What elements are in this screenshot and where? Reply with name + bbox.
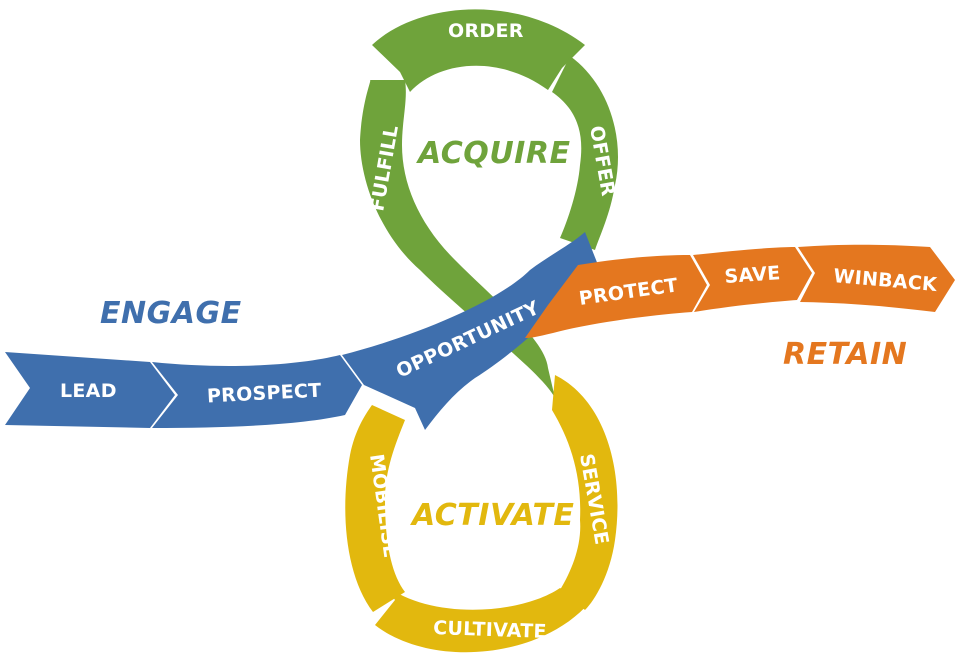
cultivate-segment — [375, 585, 590, 653]
retain-band — [525, 244, 955, 338]
engage-band — [5, 232, 600, 430]
save-segment — [693, 247, 812, 312]
protect-segment — [525, 255, 707, 338]
service-segment — [552, 375, 618, 610]
opportunity-segment — [342, 232, 600, 430]
acquire-phase-label: ACQUIRE — [416, 136, 570, 171]
order-segment — [372, 9, 585, 93]
engage-phase-label: ENGAGE — [100, 296, 242, 331]
order-label: ORDER — [448, 20, 524, 42]
lead-segment — [5, 352, 175, 428]
activate-loop — [345, 375, 618, 653]
prospect-segment — [152, 355, 362, 428]
mobilise-segment — [345, 405, 405, 612]
retain-phase-label: RETAIN — [783, 337, 907, 372]
winback-segment — [798, 244, 955, 312]
save-label: SAVE — [724, 262, 781, 288]
lead-label: LEAD — [60, 380, 117, 402]
activate-phase-label: ACTIVATE — [410, 498, 574, 533]
cultivate-label: CULTIVATE — [433, 617, 547, 643]
offer-segment — [552, 56, 618, 250]
